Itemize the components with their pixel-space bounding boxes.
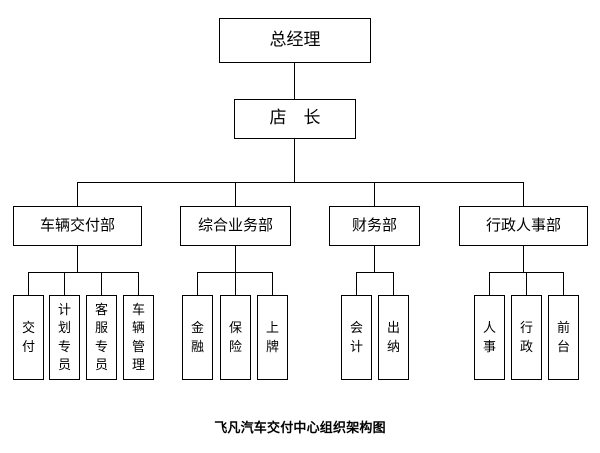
node-role-front-desk-label: 前台 — [556, 321, 570, 355]
node-role-finance-service-label: 金融 — [190, 321, 204, 355]
node-department-finance[interactable]: 财务部 — [329, 206, 420, 246]
node-role-license-plate[interactable]: 上牌 — [257, 295, 288, 380]
node-role-delivery-label: 交付 — [21, 321, 35, 355]
node-role-front-desk[interactable]: 前台 — [548, 295, 579, 380]
node-role-insurance-label: 保险 — [228, 321, 242, 355]
node-department-general-business-label: 综合业务部 — [197, 216, 273, 235]
node-department-general-business[interactable]: 综合业务部 — [180, 206, 291, 246]
node-department-admin-hr[interactable]: 行政人事部 — [459, 206, 588, 246]
connector-drop-dept-2 — [235, 182, 236, 206]
node-department-finance-label: 财务部 — [351, 216, 397, 235]
connector-drop-dept-3 — [374, 182, 375, 206]
node-store-manager-label: 店 长 — [269, 108, 321, 129]
connector-drop-role-1-3 — [101, 272, 102, 295]
connector-drop-role-1-4 — [138, 272, 139, 295]
node-role-human-resources[interactable]: 人事 — [474, 295, 505, 380]
connector-drop-role-2-1 — [197, 272, 198, 295]
connector-drop-role-4-3 — [563, 272, 564, 295]
node-role-administration[interactable]: 行政 — [511, 295, 542, 380]
node-role-vehicle-management[interactable]: 车辆管理 — [123, 295, 154, 380]
connector-drop-role-2-3 — [272, 272, 273, 295]
connector-stem-dept-1 — [77, 246, 78, 272]
node-role-customer-service-specialist[interactable]: 客服专员 — [86, 295, 117, 380]
connector-drop-role-1-1 — [28, 272, 29, 295]
connector-department-bus — [77, 182, 524, 183]
connector-drop-role-3-1 — [356, 272, 357, 295]
node-role-administration-label: 行政 — [519, 321, 533, 355]
connector-sm-stem — [294, 139, 295, 183]
connector-bus-dept-1 — [28, 272, 138, 273]
connector-drop-role-1-2 — [64, 272, 65, 295]
node-store-manager[interactable]: 店 长 — [234, 99, 356, 139]
node-role-human-resources-label: 人事 — [482, 321, 496, 355]
node-general-manager-label: 总经理 — [269, 29, 321, 50]
connector-bus-dept-2 — [197, 272, 272, 273]
connector-drop-dept-4 — [523, 182, 524, 206]
connector-stem-dept-4 — [523, 246, 524, 272]
node-general-manager[interactable]: 总经理 — [219, 18, 371, 63]
node-department-vehicle-delivery[interactable]: 车辆交付部 — [13, 206, 142, 246]
connector-drop-role-2-2 — [235, 272, 236, 295]
node-department-admin-hr-label: 行政人事部 — [485, 216, 561, 235]
connector-drop-role-4-2 — [526, 272, 527, 295]
connector-drop-role-4-1 — [489, 272, 490, 295]
connector-drop-role-3-2 — [393, 272, 394, 295]
connector-drop-dept-1 — [77, 182, 78, 206]
node-role-accountant[interactable]: 会计 — [341, 295, 372, 380]
node-role-finance-service[interactable]: 金融 — [182, 295, 213, 380]
chart-caption: 飞凡汽车交付中心组织架构图 — [214, 421, 386, 436]
connector-stem-dept-2 — [235, 246, 236, 272]
node-role-license-plate-label: 上牌 — [265, 321, 279, 355]
node-role-planning-specialist-label: 计划专员 — [57, 302, 71, 373]
node-department-vehicle-delivery-label: 车辆交付部 — [39, 216, 115, 235]
node-role-accountant-label: 会计 — [349, 321, 363, 355]
node-role-vehicle-management-label: 车辆管理 — [131, 302, 145, 373]
node-role-planning-specialist[interactable]: 计划专员 — [49, 295, 80, 380]
connector-bus-dept-3 — [356, 272, 394, 273]
node-role-customer-service-specialist-label: 客服专员 — [94, 302, 108, 373]
node-role-cashier[interactable]: 出纳 — [378, 295, 409, 380]
connector-stem-dept-3 — [374, 246, 375, 272]
node-role-cashier-label: 出纳 — [386, 321, 400, 355]
connector-gm-to-sm — [294, 63, 295, 99]
node-role-delivery[interactable]: 交付 — [13, 295, 44, 380]
node-role-insurance[interactable]: 保险 — [220, 295, 251, 380]
